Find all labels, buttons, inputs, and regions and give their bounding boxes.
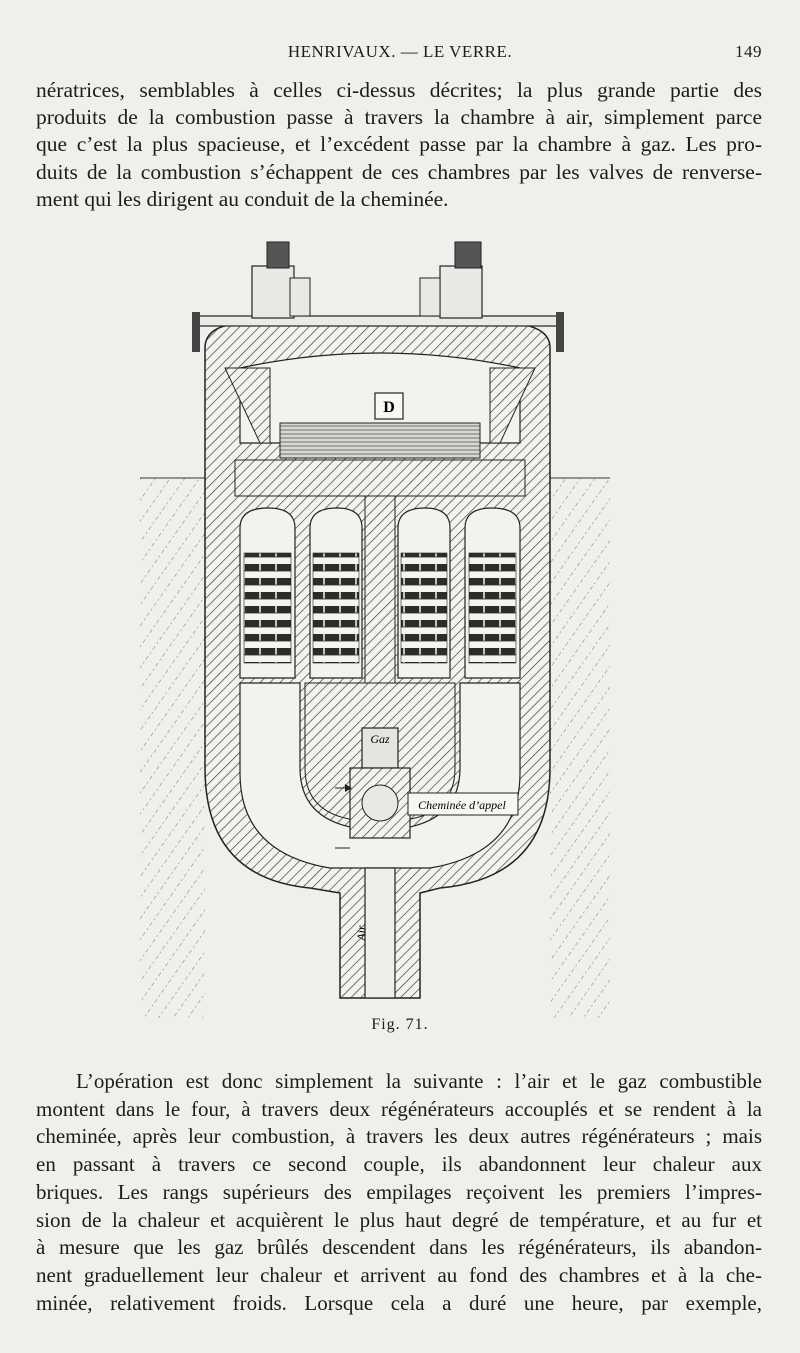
text-line: cheminée, après leur combustion, à trave… — [36, 1124, 762, 1149]
text-line: minée, relativement froids. Lorsque cela… — [36, 1290, 762, 1315]
regenerator-3 — [397, 507, 451, 679]
ground-right — [550, 478, 610, 1018]
bottom-paragraph: L’opération est donc simplement la suiva… — [36, 1068, 762, 1317]
central-shaft — [364, 495, 396, 707]
text-line: ment qui les dirigent au conduit de la c… — [36, 186, 449, 211]
regenerator-2 — [309, 507, 363, 679]
text-line: que c’est la plus spacieuse, et l’excéde… — [36, 132, 762, 157]
running-head-title: HENRIVAUX. — LE VERRE. — [287, 42, 513, 61]
text-line: duits de la combustion s’échappent de ce… — [36, 159, 762, 184]
page-number: 149 — [735, 42, 762, 61]
air-inlet — [364, 867, 396, 999]
text-line: briques. Les rangs supérieurs des empila… — [36, 1179, 762, 1204]
text-line: L’opération est donc simplement la suiva… — [76, 1069, 762, 1093]
text-line: produits de la combustion passe à traver… — [36, 105, 762, 130]
reversing-valve: Gaz Cheminée d’appel — [335, 727, 519, 849]
top-paragraph: nératrices, semblables à celles ci-dessu… — [36, 77, 762, 213]
label-d: D — [383, 399, 395, 416]
top-beam — [194, 315, 561, 327]
text-line: en passant à travers ce second couple, i… — [36, 1152, 762, 1177]
ground-left — [140, 478, 205, 1018]
text-line: sion de la chaleur et acquièrent le plus… — [36, 1207, 762, 1232]
running-head: HENRIVAUX. — LE VERRE. 149 — [36, 42, 764, 68]
text-line: nératrices, semblables à celles ci-dessu… — [36, 78, 762, 102]
text-line: montent dans le four, à travers deux rég… — [36, 1096, 762, 1121]
regenerator-1 — [239, 507, 296, 679]
regenerator-4 — [464, 507, 521, 679]
glass-bath — [279, 422, 481, 459]
label-air: Air — [354, 925, 368, 942]
text-line: à mesure que les gaz brûlés descendent d… — [36, 1235, 762, 1260]
text-line: nent graduellement leur chaleur et arriv… — [36, 1262, 762, 1287]
figure-caption: Fig. 71. — [371, 1016, 429, 1033]
label-cheminee-appel: Cheminée d’appel — [418, 798, 506, 812]
valve-left — [251, 265, 295, 319]
furnace-diagram: D — [140, 241, 610, 1018]
u-flue — [239, 682, 521, 869]
label-gaz: Gaz — [370, 732, 390, 746]
